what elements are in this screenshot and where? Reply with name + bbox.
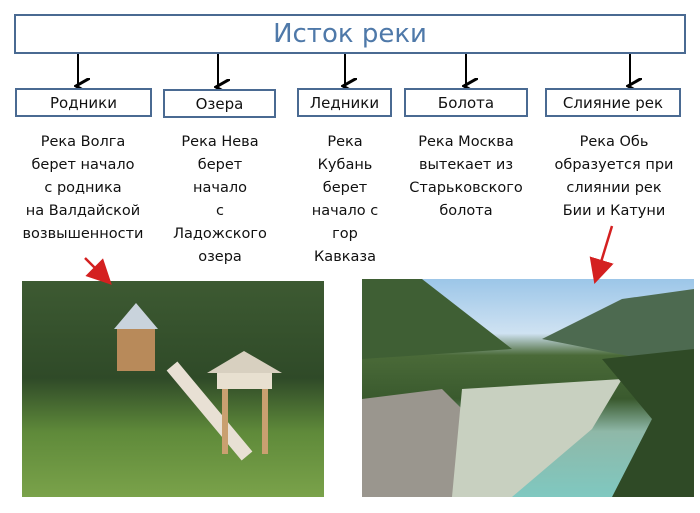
category-rodniki: Родники — [15, 88, 152, 117]
desc-ozera: Река Нева берет начало с Ладожского озер… — [173, 134, 267, 265]
desc-sliyanie: Река Обь образуется при слиянии рек Бии … — [554, 134, 674, 219]
red-arrow-right — [589, 225, 614, 284]
category-ledniki: Ледники — [297, 88, 392, 117]
category-bolota: Болота — [404, 88, 528, 117]
photo-ob-confluence — [362, 279, 694, 497]
category-sliyanie: Слияние рек — [545, 88, 681, 117]
desc-rodniki: Река Волга берет начало с родника на Вал… — [22, 134, 144, 242]
title-box: Исток реки — [14, 14, 686, 54]
red-arrow-left — [84, 257, 112, 285]
category-ozera: Озера — [163, 89, 276, 118]
desc-bolota: Река Москва вытекает из Старьковского бо… — [409, 134, 523, 219]
desc-ledniki: Река Кубань берет начало с гор Кавказа — [311, 134, 379, 265]
photo-volga-source — [22, 281, 324, 497]
